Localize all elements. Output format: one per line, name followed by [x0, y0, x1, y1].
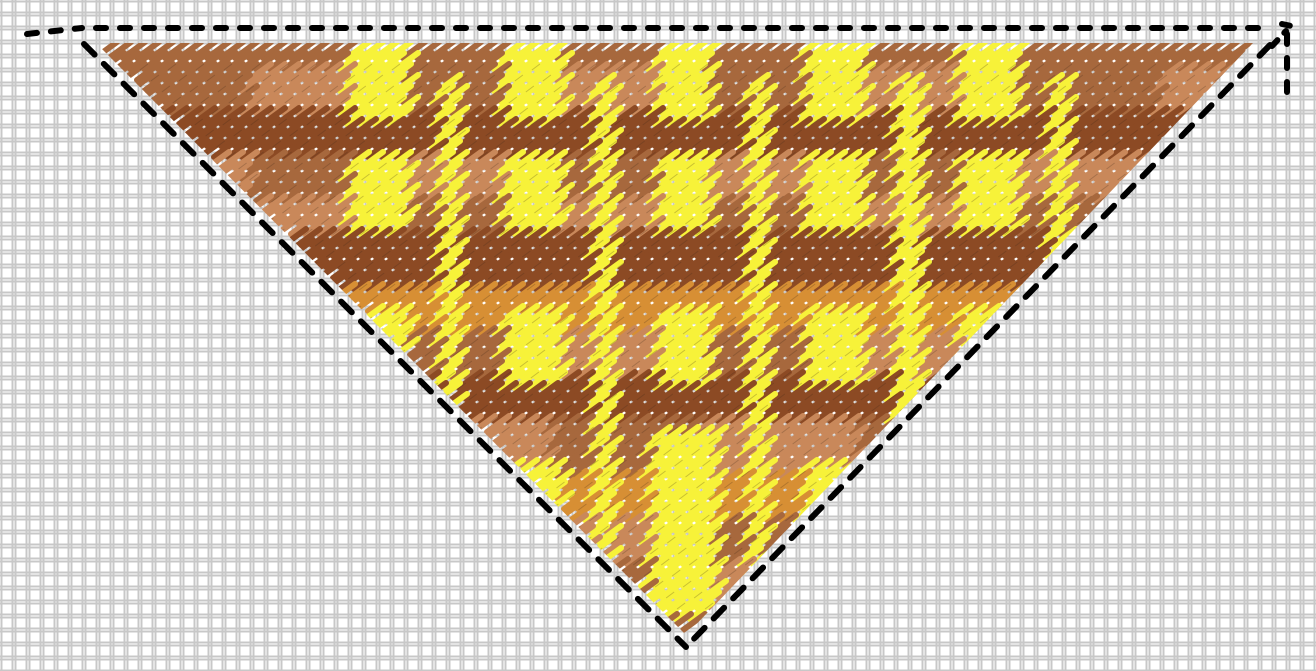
needlepoint-pattern-stage: [0, 0, 1316, 671]
needlepoint-pattern-diagram: [0, 0, 1316, 671]
